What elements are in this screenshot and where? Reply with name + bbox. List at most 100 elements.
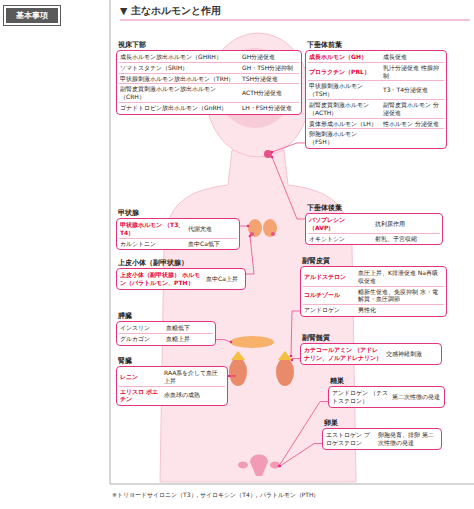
leader-dot	[247, 225, 250, 228]
hormone-effect: 赤血球の成熟	[164, 391, 224, 399]
hormone-name: アンドロゲン	[304, 306, 358, 314]
leader-line	[272, 143, 305, 152]
hormone-effect: 糖新生促進、免疫抑制 水・電解質・血圧調節	[358, 288, 443, 304]
hormone-row: アルドステロン血圧上昇、K排泄促進 Na再吸収促進	[303, 268, 444, 286]
hormone-row: エリスロ ポエチン赤血球の成熟	[119, 386, 225, 405]
leader-line	[291, 311, 300, 356]
hormone-row: オキシトシン射乳、子宮収縮	[308, 233, 440, 244]
hormone-row: 副腎皮質刺激ホルモン （ACTH）副腎皮質ホルモン 分泌促進	[308, 99, 444, 118]
hormone-row: 成長ホルモン放出ホルモン（GHRH）GH分泌促進	[119, 52, 299, 62]
organ-heading: 卵巣	[324, 419, 338, 428]
title-rule	[120, 20, 470, 21]
hormone-name: 黄体形成ホルモン（LH）	[309, 120, 383, 128]
badge-text: 基本事項	[6, 10, 58, 21]
hormone-effect: 性ホルモン 分泌促進	[383, 120, 443, 128]
hormone-effect: 射乳、子宮収縮	[375, 235, 439, 243]
kidney	[229, 358, 247, 386]
hormone-name: カルシトニン	[120, 240, 188, 248]
hormone-name: 卵胞刺激ホルモン（FSH）	[309, 130, 383, 146]
leader-line	[246, 236, 254, 274]
leader-dot	[278, 465, 281, 468]
leader-line	[228, 376, 236, 377]
hormone-name: アルドステロン	[304, 273, 358, 281]
uterus	[250, 455, 268, 477]
organ-heading: 上皮小体（副甲状腺）	[118, 259, 188, 268]
hormone-row: 甲状腺ホルモン （T3、T4）代謝亢進	[119, 220, 237, 238]
leader-dot	[271, 151, 274, 154]
hormone-name: 副腎皮質刺激ホルモン放出ホルモン（CRH）	[120, 85, 242, 101]
leader-dot	[271, 156, 274, 159]
organ-box: 膵臓インスリン血糖低下グルカゴン血糖上昇	[116, 321, 216, 346]
organ-box: 卵巣エストロゲン プロゲステロン卵胞発育、排卵 第二次性徴の発達	[322, 428, 442, 450]
leader-line	[216, 340, 231, 342]
leader-line	[279, 402, 328, 466]
hormone-effect: 卵胞発育、排卵 第二次性徴の発達	[378, 431, 438, 447]
leader-line	[280, 444, 322, 466]
hormone-row: 上皮小体（副甲状腺） ホルモン（パラトルモン、PTH）血中Ca上昇	[119, 270, 243, 288]
hormone-effect: 血中Ca低下	[188, 240, 236, 248]
leader-dot	[230, 341, 233, 344]
hormone-effect: ACTH分泌促進	[242, 89, 298, 97]
organ-box: 精巣アンドロゲン （テストステロン）第二次性徴の発達	[328, 386, 445, 408]
hormone-name: 副腎皮質刺激ホルモン （ACTH）	[309, 101, 383, 117]
organ-box: 下垂体後葉バソプレシン （AVP）抗利尿作用オキシトシン射乳、子宮収縮	[305, 213, 443, 245]
hormone-effect: 代謝亢進	[188, 225, 236, 233]
hormone-name: オキシトシン	[309, 235, 375, 243]
hormone-row: プロラクチン（PRL）乳汁分泌促進 性腺抑制	[308, 62, 444, 81]
hormone-row: 黄体形成ホルモン（LH）性ホルモン 分泌促進	[308, 118, 444, 129]
thyroid	[263, 219, 277, 237]
hormone-effect: 血圧上昇、K排泄促進 Na再吸収促進	[358, 269, 443, 285]
hormone-name: アンドロゲン （テストステロン）	[332, 389, 392, 405]
organ-box: 視床下部成長ホルモン放出ホルモン（GHRH）GH分泌促進ソマトスタチン（SRIH…	[116, 50, 302, 115]
organ-box: 下垂体前葉成長ホルモン（GH）成長促進プロラクチン（PRL）乳汁分泌促進 性腺抑…	[305, 50, 447, 149]
organ-heading: 副腎髄質	[302, 334, 330, 343]
hormone-row: アンドロゲン （テストステロン）第二次性徴の発達	[331, 388, 442, 406]
leader-dot	[228, 375, 231, 378]
hormone-name: ソマトスタチン（SRIH）	[120, 64, 242, 72]
organ-box: 上皮小体（副甲状腺）上皮小体（副甲状腺） ホルモン（パラトルモン、PTH）血中C…	[116, 268, 246, 290]
hormone-effect: 抗利尿作用	[375, 220, 439, 228]
hormone-effect: 血中Ca上昇	[206, 275, 242, 283]
organ-heading: 腎臓	[118, 357, 132, 366]
hormone-effect: 男性化	[358, 306, 443, 314]
hormone-row: レニンRAA系を介して血圧上昇	[119, 368, 225, 386]
hormone-row: 甲状腺刺激ホルモン放出ホルモン（TRH）TSH分泌促進	[119, 73, 299, 84]
leader-dot	[290, 355, 293, 358]
hormone-name: エリスロ ポエチン	[120, 388, 164, 404]
hormone-effect: T3・T4分泌促進	[383, 86, 443, 94]
hormone-row: カテコールアミン （アドレナリン、ノルアドレナリン）交感神経刺激	[303, 345, 439, 363]
hormone-name: コルチゾール	[304, 291, 358, 299]
hormone-row: ソマトスタチン（SRIH）GH・TSH分泌抑制	[119, 62, 299, 73]
hormone-name: 成長ホルモン（GH）	[309, 53, 383, 61]
hormone-name: 成長ホルモン放出ホルモン（GHRH）	[120, 53, 242, 61]
section-badge: 基本事項	[4, 6, 60, 25]
adrenal	[278, 351, 292, 360]
parathyroid	[271, 232, 275, 236]
page-rule	[110, 484, 474, 485]
hormone-name: レニン	[120, 373, 164, 381]
hormone-effect: 血糖低下	[166, 324, 212, 332]
pancreas	[230, 336, 274, 348]
hormone-name: 甲状腺刺激ホルモン放出ホルモン（TRH）	[120, 75, 242, 83]
organ-heading: 膵臓	[118, 312, 132, 321]
hormone-row: バソプレシン （AVP）抗利尿作用	[308, 215, 440, 233]
hormone-effect: 交感神経刺激	[386, 350, 438, 358]
hormone-effect: GH分泌促進	[242, 53, 298, 61]
leader-line	[272, 157, 305, 219]
ovary	[238, 462, 248, 469]
hormone-row: 副腎皮質刺激ホルモン放出ホルモン（CRH）ACTH分泌促進	[119, 83, 299, 102]
hormone-effect: GH・TSH分泌抑制	[242, 64, 298, 72]
thyroid	[248, 219, 262, 237]
hormone-name: 甲状腺ホルモン （T3、T4）	[120, 221, 188, 237]
organ-heading: 視床下部	[118, 41, 146, 50]
organ-box: 甲状腺甲状腺ホルモン （T3、T4）代謝亢進カルシトニン血中Ca低下	[116, 218, 240, 250]
hormone-row: 甲状腺刺激ホルモン（TSH）T3・T4分泌促進	[308, 80, 444, 99]
hormone-effect: 成長促進	[383, 53, 443, 61]
kidney	[276, 358, 294, 386]
organ-heading: 下垂体前葉	[307, 41, 342, 50]
hormone-name: プロラクチン（PRL）	[309, 68, 383, 76]
hormone-row: カルシトニン血中Ca低下	[119, 238, 237, 249]
organ-box: 副腎髄質カテコールアミン （アドレナリン、ノルアドレナリン）交感神経刺激	[300, 343, 442, 365]
hormone-effect: LH・FSH分泌促進	[242, 104, 298, 112]
hormone-effect: 乳汁分泌促進 性腺抑制	[383, 64, 443, 80]
